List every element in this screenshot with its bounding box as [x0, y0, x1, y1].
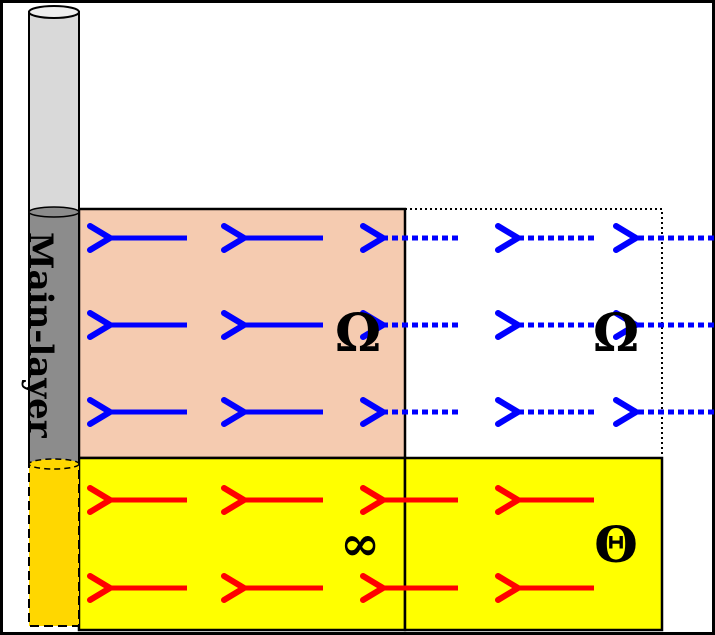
main-layer-label: Main-layer — [20, 232, 60, 439]
theta-symbol: Θ — [594, 515, 638, 574]
infinity-symbol: ∞ — [340, 516, 380, 572]
blue-solid-arrows — [87, 223, 323, 427]
red-arrows — [87, 485, 594, 603]
main-layer-tube — [28, 5, 80, 627]
omega-dotted-region — [404, 208, 663, 459]
omega-left-symbol: Ω — [335, 303, 381, 364]
omega-right-symbol: Ω — [593, 303, 639, 364]
blue-dotted-arrows — [360, 223, 714, 427]
theta-region — [403, 456, 664, 632]
